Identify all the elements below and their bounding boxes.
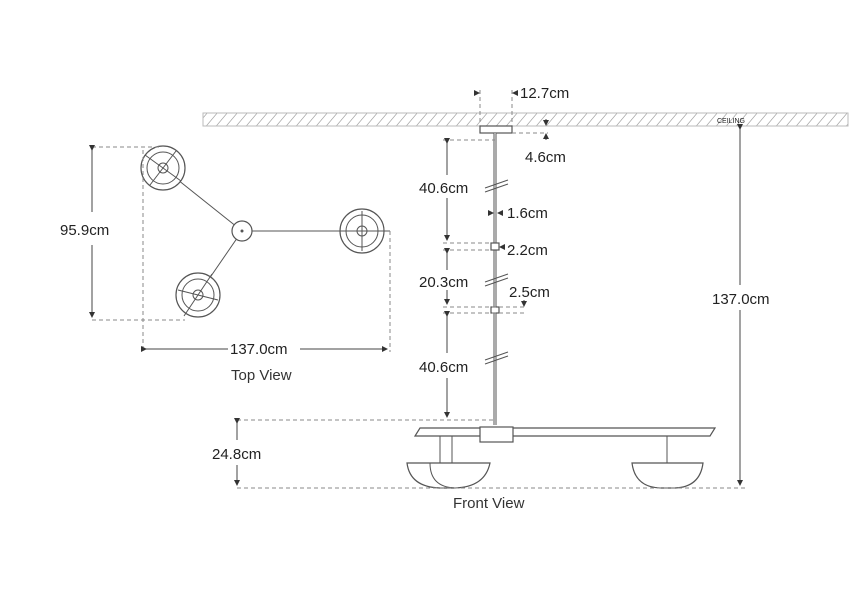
coupler-lower — [490, 306, 500, 314]
top-depth-label: 95.9cm — [60, 222, 109, 239]
overall-height-label: 137.0cm — [712, 291, 770, 308]
horizontal-arm — [413, 427, 717, 437]
bowl-right — [631, 462, 704, 489]
coupler-upper — [490, 242, 500, 251]
shade-bottom — [175, 272, 221, 318]
coupler-lower-label: 2.5cm — [509, 284, 550, 301]
canopy-height-label: 4.6cm — [525, 149, 566, 166]
canopy — [479, 125, 513, 134]
top-view: 95.9cm 137.0cm Top View — [60, 145, 391, 384]
top-width-label: 137.0cm — [230, 341, 288, 358]
shade-right — [339, 208, 385, 254]
ceiling-label: CEILING — [717, 118, 745, 125]
stem-diameter-label: 1.6cm — [507, 205, 548, 222]
canopy-width-label: 12.7cm — [520, 85, 569, 102]
stem-middle-label: 20.3cm — [419, 274, 468, 291]
arm-hub — [479, 426, 514, 443]
front-view: 12.7cm 4.6cm 40.6cm 1.6cm 2.2cm 20.3cm 2… — [212, 85, 770, 512]
top-view-title: Top View — [231, 367, 292, 384]
stem-lower-label: 40.6cm — [419, 359, 468, 376]
bowl-left — [406, 462, 491, 489]
coupler-upper-label: 2.2cm — [507, 242, 548, 259]
fixture-height-label: 24.8cm — [212, 446, 261, 463]
shade-top-left — [140, 145, 186, 191]
stem-upper-label: 40.6cm — [419, 180, 468, 197]
ceiling: CEILING — [202, 112, 849, 127]
front-view-title: Front View — [453, 495, 525, 512]
